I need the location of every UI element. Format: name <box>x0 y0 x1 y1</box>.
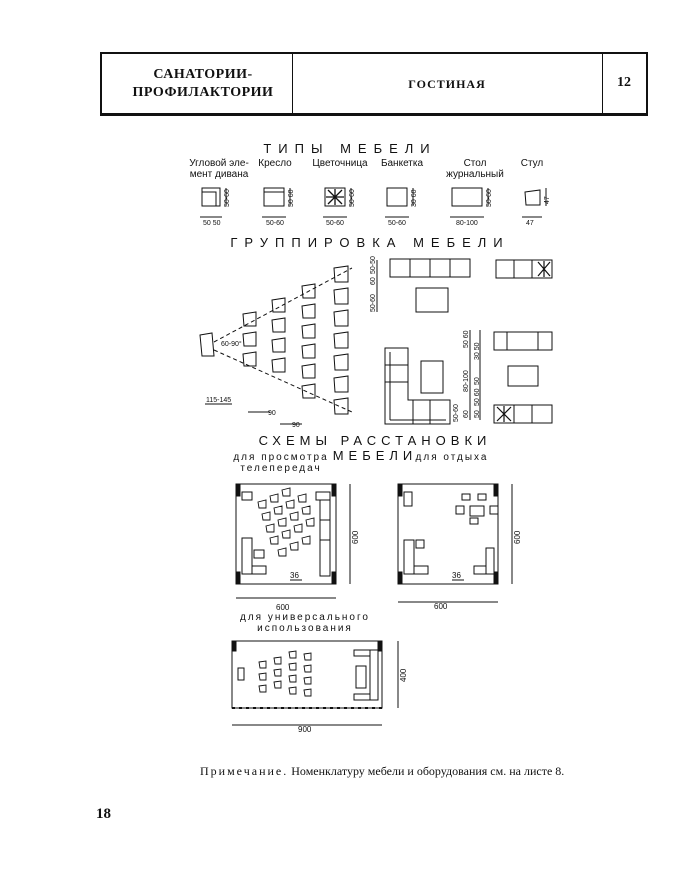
sheet-number: 12 <box>617 75 631 90</box>
area-label: 36 <box>290 571 299 580</box>
furniture-label: Стул <box>520 158 544 169</box>
grouping-heading: ГРУППИРОВКА МЕБЕЛИ <box>230 235 510 250</box>
dimension-label: 30 60 <box>411 189 418 207</box>
rest-room-plan <box>397 483 513 603</box>
dimension-label: 50 <box>474 377 481 385</box>
dimension-label: 60 <box>463 410 470 418</box>
dimension-label: 80-100 <box>456 220 478 227</box>
title-divider <box>602 54 603 113</box>
armchair-drawing <box>263 187 285 207</box>
furniture-label: Кресло <box>258 158 292 169</box>
dimension-label: 90 <box>292 422 300 429</box>
title-line: ПРОФИЛАКТОРИИ <box>132 85 274 100</box>
dimension-label: 47 <box>544 196 551 204</box>
dimension-label: 600 <box>276 603 290 612</box>
dimension-label: 400 <box>399 668 408 682</box>
page-number: 18 <box>96 806 111 822</box>
dimension-label: 50-50 <box>370 256 377 274</box>
furniture-label: Банкетка <box>380 158 424 169</box>
dimension-label: 50-60 <box>453 404 460 422</box>
dimension-label: 600 <box>434 602 448 611</box>
furniture-label: Угловой эле- мент дивана <box>189 158 249 180</box>
furniture-label: Цветочница <box>312 158 368 169</box>
dimension-label: 50-60 <box>388 220 406 227</box>
dimension-label: 50 50 <box>203 220 221 227</box>
document-title: САНАТОРИИ- ПРОФИЛАКТОРИИ <box>118 66 288 102</box>
dimension-label: 90 <box>268 410 276 417</box>
area-label: 36 <box>452 571 461 580</box>
tv-layout-label: для просмотра телепередач <box>233 452 329 474</box>
dimension-label: 60-90° <box>221 340 242 348</box>
dimension-label: 900 <box>298 725 312 734</box>
dimension-label: 80-100 <box>463 370 470 392</box>
title-line: САНАТОРИИ- <box>153 67 253 82</box>
title-block: САНАТОРИИ- ПРОФИЛАКТОРИИ ГОСТИНАЯ 12 <box>100 52 648 116</box>
dimension-label: 30 50 <box>474 342 481 360</box>
sofa-group-drawing <box>376 258 553 425</box>
dimension-label: 50 60 <box>463 330 470 348</box>
rest-layout-label: для отдыха <box>415 452 489 463</box>
section-title: ГОСТИНАЯ <box>408 77 486 91</box>
dimension-label: 50-60 <box>349 189 356 207</box>
dimension-label: 50 <box>474 410 481 418</box>
chair-drawing <box>524 189 541 206</box>
furniture-label: Стол журнальный <box>446 158 504 180</box>
dimension-label: 50-60 <box>326 220 344 227</box>
dimension-label: 600 <box>513 530 522 544</box>
planter-drawing <box>324 187 346 207</box>
dimension-label: 600 <box>351 530 360 544</box>
dimension-label: 50 60 <box>474 388 481 406</box>
layouts-heading: СХЕМЫ РАССТАНОВКИ МЕБЕЛИ <box>258 433 492 463</box>
dimension-lines <box>200 188 547 218</box>
dimension-label: 50-60 <box>224 189 231 207</box>
corner-sofa-element-drawing <box>201 187 221 207</box>
tv-seating-group-drawing <box>199 265 353 425</box>
dimension-label: 47 <box>526 220 534 227</box>
dimension-label: 60 <box>370 277 377 285</box>
tv-room-plan <box>235 483 351 599</box>
dimension-label: 50-60 <box>266 220 284 227</box>
note: Примечание. Номенклатуру мебели и оборуд… <box>200 764 620 779</box>
dimension-label: 50-60 <box>370 294 377 312</box>
dimension-label: 50-60 <box>486 189 493 207</box>
dimension-label: 50 60 <box>288 189 295 207</box>
title-divider <box>292 54 293 113</box>
coffee-table-drawing <box>451 187 483 207</box>
furniture-types-heading: ТИПЫ МЕБЕЛИ <box>263 141 437 156</box>
universal-layout-label: для универсального использования <box>240 612 370 634</box>
note-label: Примечание. <box>200 764 289 778</box>
dimension-label: 115-145 <box>206 397 231 404</box>
universal-room-plan <box>231 640 399 726</box>
note-text: Номенклатуру мебели и оборудования см. н… <box>288 764 565 778</box>
bench-drawing <box>386 187 408 207</box>
